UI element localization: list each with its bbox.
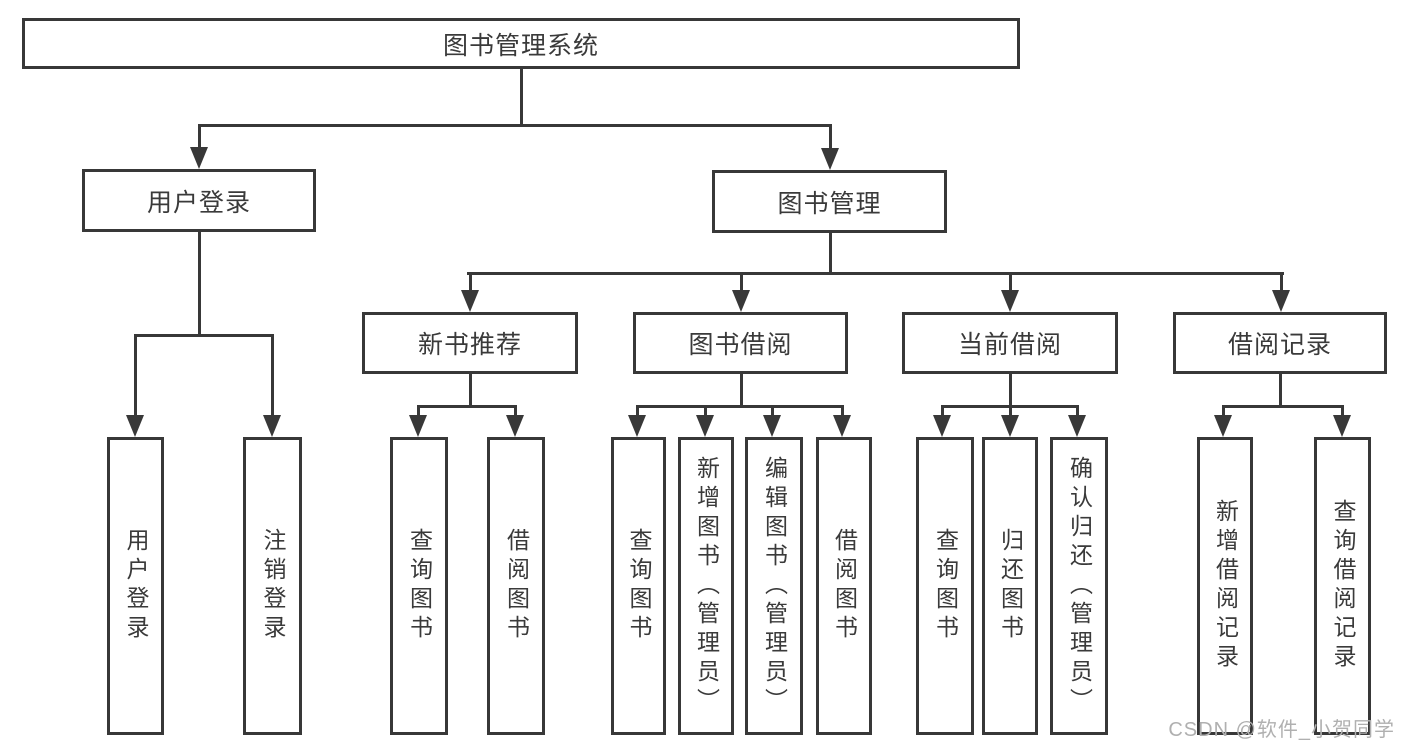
node-new-book-recommend: 新书推荐 <box>362 312 578 374</box>
arrow-down-icon <box>1001 290 1019 312</box>
leaf-borrow-books: 借阅图书 <box>816 437 872 735</box>
node-user-login-label: 用户登录 <box>146 188 251 217</box>
connector-line <box>770 406 774 417</box>
node-borrow-records: 借阅记录 <box>1173 312 1387 374</box>
leaf-confirm-return-admin: 确认归还（管理员） <box>1050 437 1108 735</box>
arrow-down-icon <box>190 147 208 169</box>
arrow-down-icon <box>409 415 427 437</box>
connector-line <box>513 406 517 417</box>
arrow-down-icon <box>628 415 646 437</box>
connector-line <box>197 232 201 335</box>
connector-line <box>1279 273 1283 292</box>
connector-line <box>519 69 523 125</box>
leaf-query-borrow-record: 查询借阅记录 <box>1314 437 1371 735</box>
node-new-book-recommend-label: 新书推荐 <box>417 331 522 359</box>
leaf-logout-label: 注销登录 <box>260 528 286 644</box>
connector-line <box>940 406 944 417</box>
leaf-confirm-return-admin-label: 确认归还（管理员） <box>1066 455 1093 717</box>
leaf-add-borrow-record-label: 新增借阅记录 <box>1212 499 1239 673</box>
arrow-down-icon <box>732 290 750 312</box>
connector-line <box>739 373 743 406</box>
connector-line <box>197 123 832 127</box>
leaf-edit-books-admin: 编辑图书（管理员） <box>745 437 803 735</box>
node-current-borrow: 当前借阅 <box>902 312 1118 374</box>
connector-line <box>133 333 274 337</box>
node-book-management-label: 图书管理 <box>777 189 882 218</box>
connector-line <box>1008 373 1012 406</box>
connector-line <box>1008 406 1012 417</box>
leaf-edit-books-admin-label: 编辑图书（管理员） <box>761 455 788 717</box>
connector-line <box>635 406 639 417</box>
arrow-down-icon <box>763 415 781 437</box>
leaf-user-login: 用户登录 <box>107 437 164 735</box>
connector-line <box>703 406 707 417</box>
node-book-borrow-label: 图书借阅 <box>688 331 793 359</box>
leaf-logout: 注销登录 <box>243 437 302 735</box>
connector-line <box>635 404 844 408</box>
leaf-query-books-current: 查询图书 <box>916 437 974 735</box>
leaf-add-borrow-record: 新增借阅记录 <box>1197 437 1253 735</box>
connector-line <box>1221 404 1344 408</box>
arrow-down-icon <box>461 290 479 312</box>
connector-line <box>468 273 472 292</box>
node-current-borrow-label: 当前借阅 <box>957 331 1062 359</box>
arrow-down-icon <box>263 415 281 437</box>
connector-line <box>1221 406 1225 417</box>
arrow-down-icon <box>1214 415 1232 437</box>
arrow-down-icon <box>506 415 524 437</box>
connector-line <box>197 125 201 149</box>
arrow-down-icon <box>933 415 951 437</box>
leaf-query-books-borrow: 查询图书 <box>611 437 666 735</box>
node-root: 图书管理系统 <box>22 18 1020 69</box>
arrow-down-icon <box>696 415 714 437</box>
connector-line <box>1278 373 1282 406</box>
connector-line <box>1340 406 1344 417</box>
leaf-borrow-books-label: 借阅图书 <box>831 528 858 644</box>
arrow-down-icon <box>1001 415 1019 437</box>
arrow-down-icon <box>1333 415 1351 437</box>
node-book-borrow: 图书借阅 <box>633 312 848 374</box>
leaf-return-books: 归还图书 <box>982 437 1038 735</box>
node-root-label: 图书管理系统 <box>442 31 599 60</box>
arrow-down-icon <box>833 415 851 437</box>
leaf-query-books-borrow-label: 查询图书 <box>626 528 652 644</box>
leaf-add-books-admin-label: 新增图书（管理员） <box>693 455 720 717</box>
connector-line <box>416 406 420 417</box>
node-user-login: 用户登录 <box>82 169 316 232</box>
node-book-management: 图书管理 <box>712 170 947 233</box>
leaf-borrow-books-recommend: 借阅图书 <box>487 437 545 735</box>
connector-line <box>828 233 832 273</box>
watermark-text: CSDN @软件_小贺同学 <box>1168 719 1395 741</box>
connector-line <box>270 335 274 417</box>
leaf-query-borrow-record-label: 查询借阅记录 <box>1330 499 1356 673</box>
arrow-down-icon <box>126 415 144 437</box>
connector-line <box>416 404 517 408</box>
arrow-down-icon <box>1272 290 1290 312</box>
connector-line <box>739 273 743 292</box>
leaf-return-books-label: 归还图书 <box>997 528 1024 644</box>
leaf-query-books-recommend-label: 查询图书 <box>406 528 433 644</box>
connector-line <box>1075 406 1079 417</box>
arrow-down-icon <box>1068 415 1086 437</box>
connector-line <box>133 335 137 417</box>
leaf-borrow-books-recommend-label: 借阅图书 <box>503 528 530 644</box>
leaf-query-books-current-label: 查询图书 <box>932 528 959 644</box>
connector-line <box>1008 273 1012 292</box>
connector-line <box>466 271 1284 275</box>
connector-line <box>468 373 472 406</box>
leaf-query-books-recommend: 查询图书 <box>390 437 448 735</box>
arrow-down-icon <box>821 148 839 170</box>
node-borrow-records-label: 借阅记录 <box>1227 331 1332 359</box>
leaf-user-login-label: 用户登录 <box>123 528 149 644</box>
connector-line <box>840 406 844 417</box>
connector-line <box>828 125 832 150</box>
leaf-add-books-admin: 新增图书（管理员） <box>678 437 734 735</box>
